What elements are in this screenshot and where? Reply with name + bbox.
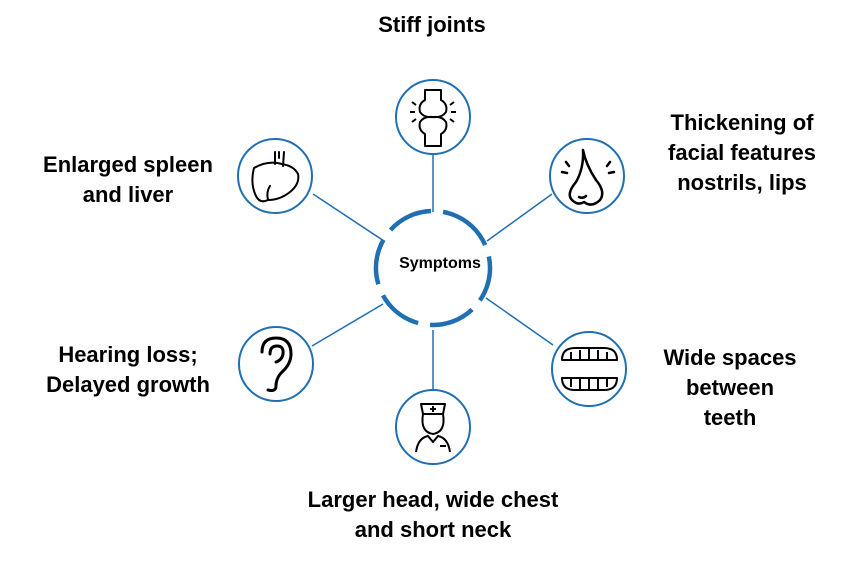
center-label: Symptoms [399,255,481,272]
label-line: nostrils, lips [677,170,807,195]
connector-spleen [312,193,385,242]
label-line: and liver [82,182,174,207]
node-circle-teeth [551,331,627,407]
label-larger-head: Larger head, wide chest and short neck [293,485,573,545]
nurse-icon [415,403,451,453]
connector-face [486,193,553,242]
label-line: Thickening of [670,110,814,135]
node-circle-hearing [238,326,314,402]
label-line: Larger head, wide chest [307,487,559,512]
nose-icon [560,148,616,206]
center-ring [373,208,493,328]
ear-icon [260,336,293,392]
label-line: and short neck [354,517,512,542]
label-stiff-joints: Stiff joints [337,10,527,40]
label-line: teeth [703,405,757,430]
joint-icon [410,89,456,147]
label-line: Wide spaces [663,345,797,370]
node-circle-spleen [237,138,313,214]
label-wide-spaces: Wide spaces between teeth [640,343,820,433]
liver-icon [251,151,300,203]
connector-hearing [311,303,384,347]
label-enlarged-spleen: Enlarged spleen and liver [28,150,228,210]
label-line: between [685,375,775,400]
label-line: Delayed growth [46,372,210,397]
node-circle-head [395,389,471,465]
label-hearing-loss: Hearing loss; Delayed growth [28,340,228,400]
connector-teeth [485,297,554,346]
label-line: Stiff joints [378,12,486,37]
label-line: facial features [668,140,816,165]
node-circle-face [549,138,625,214]
teeth-icon [561,347,618,391]
label-line: Hearing loss; [58,342,198,367]
label-line: Enlarged spleen [43,152,213,177]
label-facial-features: Thickening of facial features nostrils, … [642,108,842,198]
